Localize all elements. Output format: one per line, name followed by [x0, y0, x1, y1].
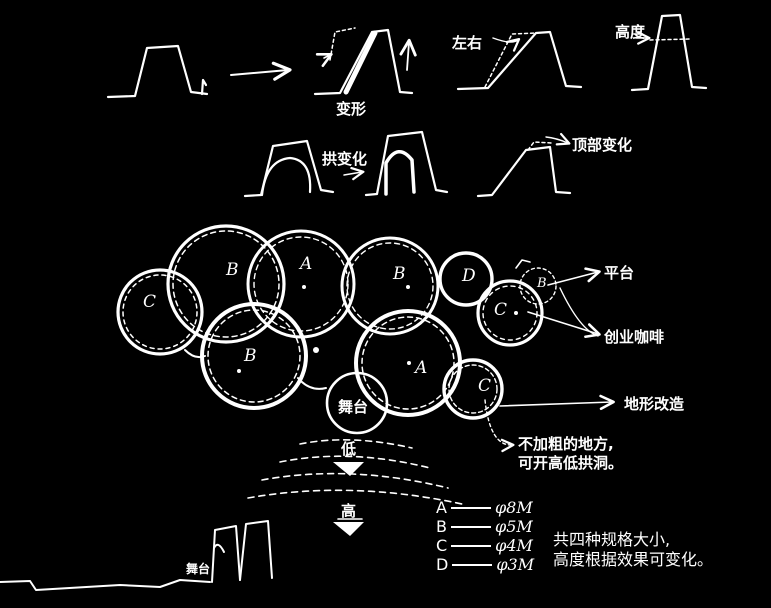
leader-platform [548, 272, 598, 285]
form-sketch-arch-a [245, 141, 333, 196]
legend-type: C [436, 536, 447, 555]
circle-letter-c-low: C [478, 376, 491, 396]
circle-letter-b-right: B [537, 276, 547, 291]
label-deform: 变形 [336, 98, 366, 119]
elevation-sketch [0, 521, 272, 590]
circle-letter-c-left: C [143, 292, 156, 312]
label-top-change: 顶部变化 [572, 134, 632, 155]
label-high: 高 [341, 500, 356, 521]
form-sketch-deform [315, 28, 412, 94]
circle-letter-b-low: B [244, 346, 257, 366]
circle-letter-a-low: A [415, 358, 427, 378]
label-low: 低 [341, 438, 356, 459]
label-startup-cafe: 创业咖啡 [604, 326, 664, 347]
legend-type: D [436, 555, 448, 574]
legend-row: D φ3M [436, 555, 534, 574]
note-arch-line-2: 可开高低拱洞。 [518, 454, 623, 473]
legend-line [452, 564, 492, 566]
label-height: 高度 [615, 24, 631, 41]
circle-letter-d: D [462, 266, 476, 286]
label-terrain: 地形改造 [624, 393, 684, 414]
legend-line [451, 526, 491, 528]
legend-note: 共四种规格大小, 高度根据效果可变化。 [553, 530, 713, 570]
legend-size: φ3M [496, 555, 534, 574]
legend-size: φ4M [495, 536, 533, 555]
form-sketch-original [108, 46, 207, 97]
label-left-right: 左右 [452, 32, 482, 53]
label-stage-small: 舞台 [186, 560, 210, 577]
legend-size: φ8M [495, 498, 533, 517]
circle-letter-b-mid: B [393, 264, 406, 284]
legend-line [451, 507, 491, 509]
leader-note [485, 400, 512, 445]
label-platform: 平台 [604, 262, 634, 283]
legend-row: C φ4M [436, 536, 534, 555]
low-marker-icon [333, 462, 364, 476]
legend-type: B [436, 517, 447, 536]
note-arch-line-1: 不加粗的地方, [518, 435, 623, 454]
circle-cluster [118, 226, 556, 433]
legend-size: φ5M [495, 517, 533, 536]
circle-letter-c-right: C [494, 300, 507, 320]
size-legend: A φ8M B φ5M C φ4M D φ3M [436, 498, 534, 574]
legend-line [451, 545, 491, 547]
legend-type: A [436, 498, 447, 517]
circle-letter-a-top: A [300, 254, 312, 274]
legend-row: B φ5M [436, 517, 534, 536]
legend-note-line-2: 高度根据效果可变化。 [553, 550, 713, 570]
form-sketch-top-change [478, 137, 570, 196]
circle-letter-b-top: B [226, 260, 239, 280]
arrow-transform [231, 70, 288, 75]
legend-row: A φ8M [436, 498, 534, 517]
label-stage: 舞台 [338, 396, 368, 417]
leader-terrain [500, 402, 612, 406]
legend-note-line-1: 共四种规格大小, [553, 530, 713, 550]
note-arch: 不加粗的地方, 可开高低拱洞。 [518, 435, 623, 473]
label-arch-change: 拱变化 [322, 148, 367, 169]
high-marker-icon [333, 522, 364, 536]
